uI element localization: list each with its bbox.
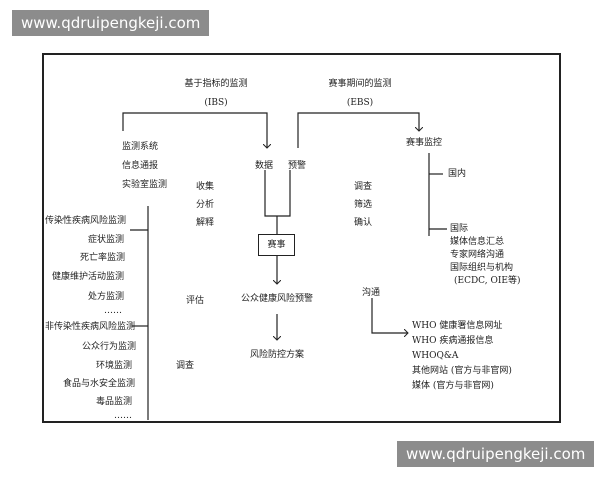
watermark-top: www.qdruipengkeji.com <box>12 10 210 36</box>
ebs-monitor-title: 赛事监控 <box>406 138 443 148</box>
ebs-intl-item: 媒体信息汇总 <box>450 237 505 247</box>
data-label: 数据 <box>255 161 274 171</box>
ibs-method: 信息通报 <box>122 161 159 171</box>
ibs-step: 解释 <box>196 218 215 228</box>
ibs-abbr: (IBS) <box>204 98 228 108</box>
ibs-step: 收集 <box>196 182 215 192</box>
communication-item: WHOQ&A <box>412 351 459 361</box>
noninfectious-item: 公众行为监测 <box>82 342 137 352</box>
ibs-step: 分析 <box>196 200 215 210</box>
infectious-item: 健康维护活动监测 <box>52 272 125 282</box>
ibs-method: 实验室监测 <box>122 180 168 190</box>
communication-item: 其他网站 (官方与非官网) <box>412 366 512 376</box>
ebs-intl-item: 国际组织与机构 <box>450 263 514 273</box>
public-alert-label: 公众健康风险预警 <box>240 294 314 304</box>
ebs-step: 确认 <box>354 218 373 228</box>
communication-item: WHO 疾病通报信息 <box>412 336 494 346</box>
alert-label: 预警 <box>288 161 307 171</box>
communication-label: 沟通 <box>362 288 381 298</box>
ebs-title: 赛事期间的监测 <box>328 79 392 89</box>
noninfectious-title: 非传染性疾病风险监测 <box>45 322 136 332</box>
infectious-title: 传染性疾病风险监测 <box>45 216 127 226</box>
ibs-method: 监测系统 <box>122 142 159 152</box>
ebs-intl-item: 专家网络沟通 <box>450 250 505 260</box>
ebs-intl-item: (ECDC, OIE等) <box>454 276 521 286</box>
investigate-label: 调查 <box>176 361 195 371</box>
noninfectious-item: 环境监测 <box>96 361 133 371</box>
evaluate-label: 评估 <box>186 296 205 306</box>
infectious-item: 处方监测 <box>88 292 125 302</box>
ebs-abbr: (EBS) <box>346 98 374 108</box>
ebs-intl-item: 国际 <box>450 224 469 234</box>
watermark-bottom: www.qdruipengkeji.com <box>397 441 595 467</box>
infectious-item: …… <box>104 306 122 316</box>
ebs-step: 调查 <box>354 182 373 192</box>
event-box: 赛事 <box>258 234 295 256</box>
ibs-title: 基于指标的监测 <box>184 79 248 89</box>
plan-label: 风险防控方案 <box>249 350 305 360</box>
communication-item: WHO 健康署信息网址 <box>412 321 503 331</box>
communication-item: 媒体 (官方与非官网) <box>412 381 494 391</box>
infectious-item: 症状监测 <box>88 235 125 245</box>
noninfectious-item: 食品与水安全监测 <box>63 379 136 389</box>
ebs-domestic: 国内 <box>448 169 467 179</box>
infectious-item: 死亡率监测 <box>80 253 126 263</box>
noninfectious-item: …… <box>114 411 132 421</box>
noninfectious-item: 毒品监测 <box>96 397 133 407</box>
ebs-step: 筛选 <box>354 200 373 210</box>
diagram-frame <box>42 53 561 423</box>
